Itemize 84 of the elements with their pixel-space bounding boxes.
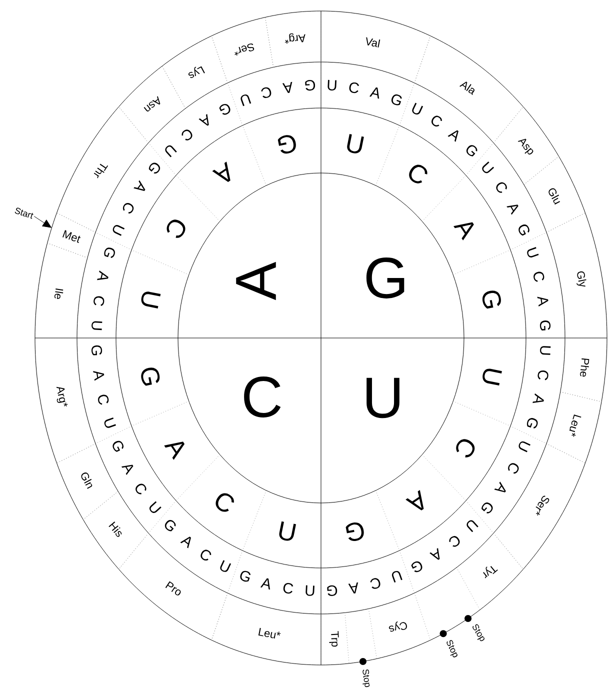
base-letter: A: [370, 87, 380, 99]
base-letter: A: [164, 442, 185, 460]
base-letter: C: [370, 578, 380, 589]
base-letter: C: [534, 272, 544, 282]
stop-label: Stop: [362, 669, 370, 688]
start-label: Start: [14, 208, 34, 219]
base-letter: C: [456, 439, 475, 458]
base-letter: A: [506, 204, 518, 215]
base-letter: A: [260, 578, 270, 590]
base-letter: A: [121, 464, 134, 475]
base-letter: U: [149, 501, 162, 513]
base-letter: U: [92, 321, 102, 330]
base-letter: G: [305, 80, 316, 91]
base-letter: U: [540, 346, 551, 355]
base-letter: A: [282, 82, 292, 93]
base-letter: A: [212, 162, 230, 182]
base-letter: A: [454, 222, 474, 240]
base-letter: C: [538, 370, 548, 380]
base-letter: C: [283, 583, 294, 594]
base-letter: U: [279, 521, 296, 541]
amino-acid-segment: Phe: [560, 338, 608, 402]
base-letter: A: [348, 582, 358, 594]
base-letter: A: [97, 270, 108, 280]
amino-acid-segment: Ile: [34, 242, 88, 338]
base-letter: U: [412, 102, 424, 115]
base-letter: C: [94, 296, 104, 306]
base-letter: U: [527, 247, 539, 258]
base-letter: U: [165, 145, 177, 158]
base-letter: U: [240, 94, 252, 106]
stop-label: Stop: [446, 640, 458, 658]
base-letter: C: [122, 203, 134, 214]
amino-acid-segment: Leu*: [546, 392, 602, 464]
base-letter: A: [93, 370, 104, 381]
base-letter: A: [198, 114, 209, 126]
amino-acid-segment: Met: [47, 212, 96, 258]
base-letter: C: [244, 376, 281, 418]
base-letter: C: [508, 463, 519, 474]
base-letter: A: [537, 296, 548, 307]
base-letter: C: [349, 82, 360, 94]
base-letter: C: [200, 550, 212, 560]
base-letter: U: [366, 378, 400, 418]
amino-acid-segment: Arg*: [264, 10, 322, 68]
base-letter: G: [482, 290, 501, 309]
base-letter: C: [432, 116, 442, 126]
base-letter: U: [347, 134, 364, 154]
base-letter: A: [532, 393, 544, 404]
base-letter: C: [496, 182, 507, 193]
base-letter: U: [112, 224, 125, 236]
base-letter: G: [327, 585, 338, 596]
base-letter: U: [518, 441, 530, 452]
base-letter: C: [261, 87, 272, 98]
base-letter: G: [240, 570, 251, 582]
base-letter: U: [141, 292, 161, 308]
base-letter: G: [366, 258, 404, 298]
base-letter: U: [466, 520, 478, 532]
base-letter: G: [346, 522, 364, 541]
base-letter: A: [448, 130, 458, 142]
base-letter: G: [411, 561, 422, 572]
base-letter: C: [409, 164, 428, 184]
base-letter: G: [391, 94, 402, 106]
amino-acid-segment: Ser*: [211, 17, 274, 84]
base-letter: U: [104, 417, 116, 428]
arrow: [34, 216, 52, 228]
base-letter: G: [104, 248, 115, 258]
amino-acid-segment: Cys: [368, 592, 431, 659]
base-letter: A: [494, 482, 506, 492]
base-letter: G: [164, 520, 176, 532]
base-letter: A: [236, 262, 276, 300]
base-letter: G: [278, 135, 296, 154]
base-letter: G: [526, 418, 538, 428]
base-letter: C: [166, 220, 186, 238]
base-letter: G: [148, 162, 160, 174]
base-letter: A: [134, 180, 146, 192]
base-letter: G: [141, 368, 160, 386]
base-letter: C: [216, 493, 234, 512]
base-letter: G: [482, 502, 493, 514]
base-letter: A: [180, 536, 191, 548]
base-letter: C: [98, 394, 109, 405]
base-letter: G: [466, 145, 478, 156]
base-letter: U: [482, 161, 494, 174]
base-letter: A: [406, 490, 424, 510]
base-letter: A: [430, 548, 440, 560]
amino-acid-segment: Trp: [320, 612, 350, 666]
base-letter: U: [482, 368, 502, 386]
